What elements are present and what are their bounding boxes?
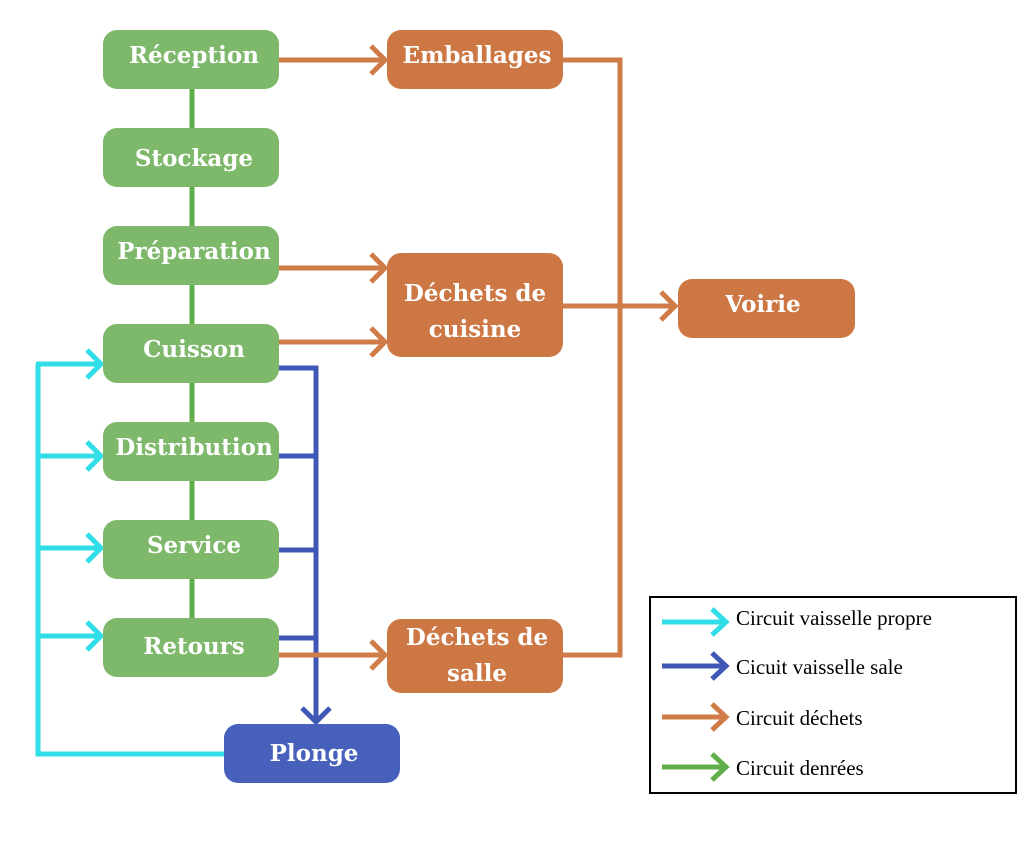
legend-item-denrees: Circuit denrées [662,752,864,782]
node-cuisson: Cuisson [103,324,279,383]
node-dechets-salle-label-line1: Déchets de [406,624,548,651]
node-voirie-label: Voirie [724,291,800,318]
node-dechets-salle: Déchets de salle [387,619,563,693]
legend-label-vaisselle-propre: Circuit vaisselle propre [736,606,932,630]
legend: Circuit vaisselle propre Cicuit vaissell… [649,596,1017,794]
cyan-arrowhead-cuisson [85,348,105,380]
legend-item-vaisselle-propre: Circuit vaisselle propre [662,606,932,637]
node-retours: Retours [103,618,279,677]
orange-arrowhead-dechets-cuisine-1 [369,252,389,284]
cyan-arrowhead-distribution [85,440,105,472]
orange-arrowhead-dechets-cuisine-2 [369,326,389,358]
node-dechets-cuisine-label-line2: cuisine [429,316,522,343]
blue-circuit [278,365,332,726]
node-distribution-label: Distribution [115,434,273,461]
legend-label-dechets: Circuit déchets [736,706,863,730]
node-dechets-salle-label-line2: salle [447,660,507,687]
node-emballages: Emballages [387,30,563,89]
blue-arrowhead-plonge [300,706,332,726]
node-service-label: Service [147,532,241,559]
cyan-return-path [35,364,226,757]
legend-box [649,596,1017,794]
legend-item-dechets: Circuit déchets [662,702,863,732]
orange-circuit [278,44,679,671]
orange-arrowhead-voirie [659,290,679,322]
node-reception: Réception [103,30,279,89]
legend-item-vaisselle-sale: Cicuit vaisselle sale [662,651,903,681]
node-plonge: Plonge [224,724,400,783]
legend-arrowhead-cyan [710,607,730,637]
legend-arrowhead-orange [710,702,730,732]
node-distribution: Distribution [103,422,279,481]
node-reception-label: Réception [129,42,259,69]
node-stockage-label: Stockage [135,145,253,172]
node-preparation-label: Préparation [117,238,271,265]
node-service: Service [103,520,279,579]
legend-arrowhead-green [710,752,730,782]
node-preparation: Préparation [103,226,279,285]
legend-arrowhead-blue [710,651,730,681]
node-voirie: Voirie [678,279,855,338]
orange-line-emballages-collector [562,57,623,658]
node-retours-label: Retours [143,633,245,660]
node-stockage: Stockage [103,128,279,187]
node-plonge-label: Plonge [270,740,359,767]
legend-label-denrees: Circuit denrées [736,756,864,780]
node-emballages-label: Emballages [403,42,552,69]
orange-arrowhead-dechets-salle [369,639,389,671]
legend-label-vaisselle-sale: Cicuit vaisselle sale [736,655,903,679]
cyan-circuit [35,348,226,757]
node-dechets-cuisine-label-line1: Déchets de [404,280,546,307]
node-cuisson-label: Cuisson [143,336,245,363]
cyan-arrowhead-retours [85,620,105,652]
node-dechets-cuisine: Déchets de cuisine [387,253,563,357]
blue-trunk [278,365,319,720]
orange-arrowhead-emballages [369,44,389,76]
cyan-arrowhead-service [85,532,105,564]
